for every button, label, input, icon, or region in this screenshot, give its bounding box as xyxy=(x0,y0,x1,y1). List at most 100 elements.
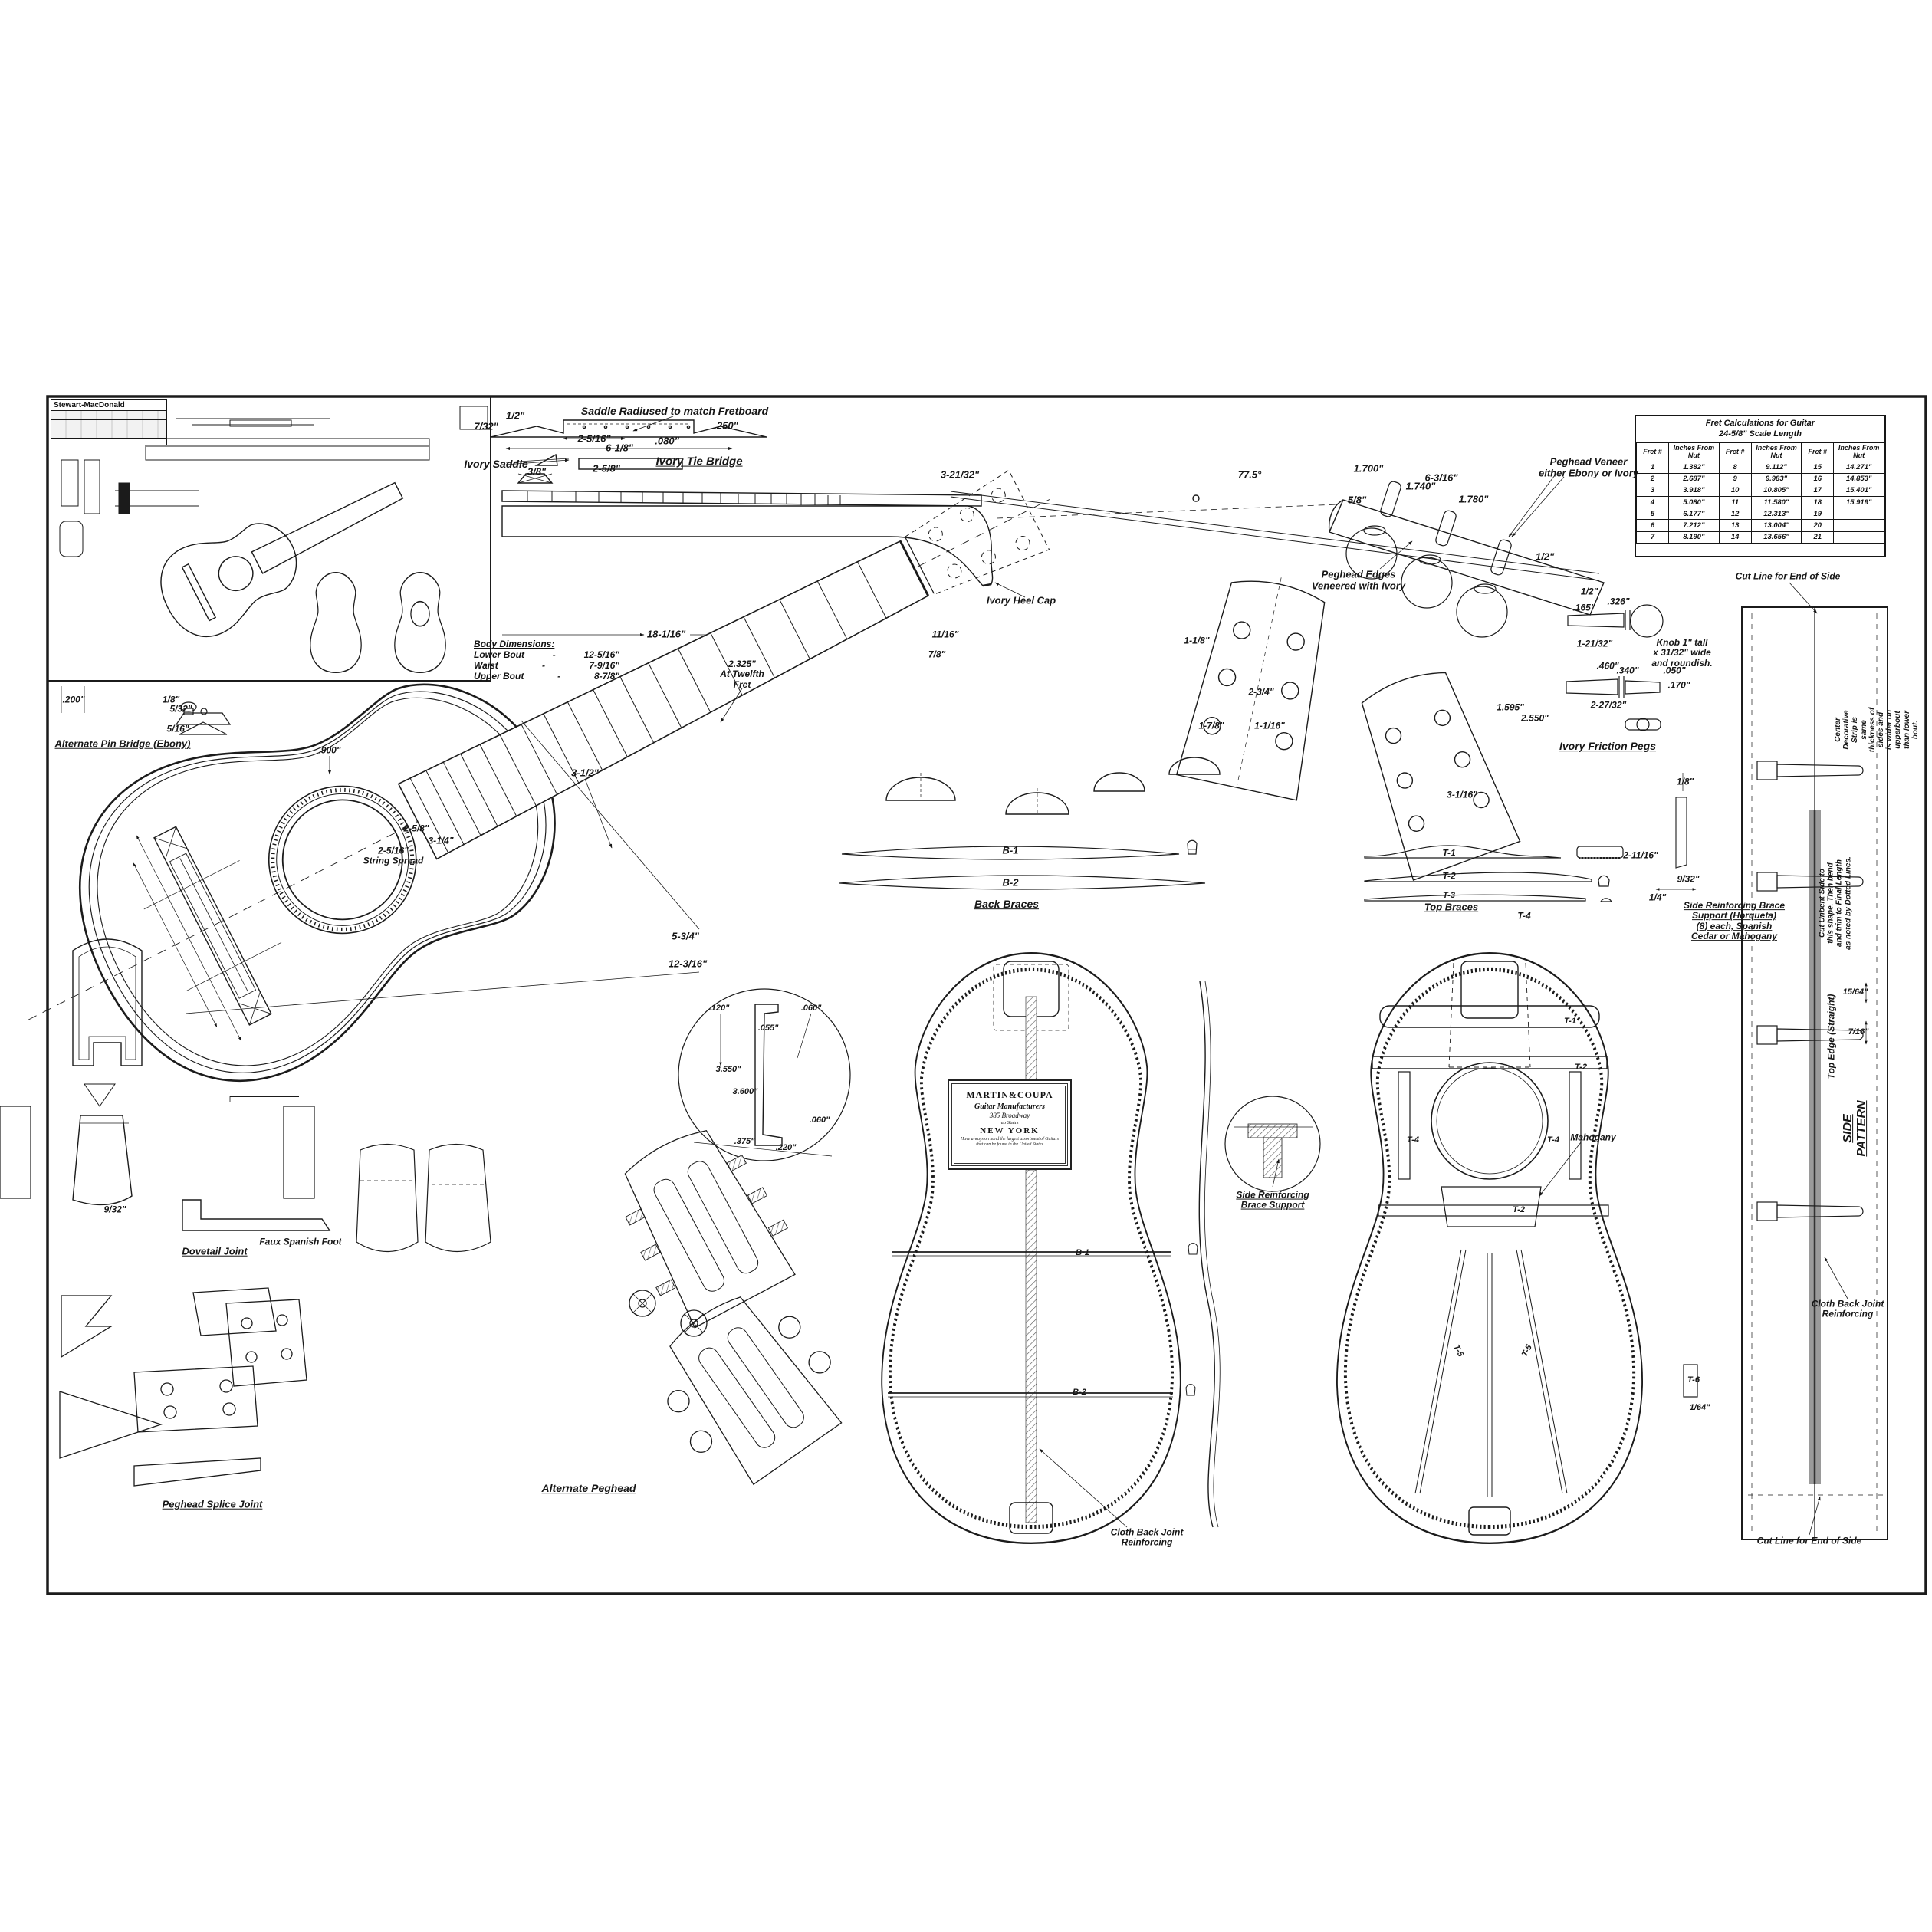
annotation-label: .375" xyxy=(734,1136,755,1146)
annotation-label: Peghead Splice Joint xyxy=(162,1498,263,1510)
fret-table-col-header: Fret # xyxy=(1801,442,1835,462)
fret-table-title: Fret Calculations for Guitar 24-5/8" Sca… xyxy=(1636,416,1884,442)
tie-bridge-detail xyxy=(490,419,767,484)
annotation-label: 5/8" xyxy=(1347,494,1367,506)
fret-table-col-header: Fret # xyxy=(1718,442,1752,462)
annotation-label: Cut Line for End of Side xyxy=(1756,1535,1862,1546)
fret-table-cell: 7.212" xyxy=(1668,519,1720,532)
fret-table-col-header: Inches From Nut xyxy=(1833,442,1884,462)
plate-fineprint: Have always on hand the largest assortme… xyxy=(961,1137,1059,1148)
annotation-label: Cut Unbent Side to this shape. Then bend… xyxy=(1818,856,1853,950)
annotation-label: 3.600" xyxy=(732,1086,758,1096)
brace-cross-sections xyxy=(886,757,1221,815)
title-block: Stewart-MacDonald xyxy=(51,399,167,445)
mini-overview-box xyxy=(47,396,491,682)
fret-table-cell xyxy=(1833,531,1884,544)
annotation-label: 7/32" xyxy=(474,420,498,432)
annotation-label: 12-3/16" xyxy=(668,958,708,970)
annotation-label: 1/2" xyxy=(505,409,525,422)
guitar-top-view xyxy=(1336,952,1698,1544)
annotation-label: B-2 xyxy=(1002,876,1019,889)
title-block-row xyxy=(51,411,166,420)
annotation-label: 15/64" xyxy=(1842,987,1868,997)
fret-table-cell: 14.853" xyxy=(1833,472,1884,485)
binding-detail-circle xyxy=(678,988,851,1162)
misc-leaders xyxy=(505,416,1556,1188)
fret-table-cell: 10.805" xyxy=(1750,484,1802,498)
fret-table-col-header: Inches From Nut xyxy=(1668,442,1720,462)
fret-table-cell: 19 xyxy=(1801,508,1835,521)
plate-address: 385 Broadway xyxy=(989,1112,1030,1119)
alternate-pin-bridge xyxy=(61,686,232,735)
annotation-label: T-2 xyxy=(1513,1204,1525,1214)
annotation-label: 9/32" xyxy=(1677,873,1700,885)
annotation-label: .250" xyxy=(714,419,738,432)
annotation-label: 18-1/16" xyxy=(646,628,686,640)
body-dimensions-note: Body Dimensions: Lower Bout-12-5/16"Wais… xyxy=(474,639,619,682)
annotation-label: .060" xyxy=(800,1003,822,1013)
annotation-label: 1-1/8" xyxy=(1184,635,1210,646)
annotation-label: Top Edge (Straight) xyxy=(1825,994,1837,1079)
annotation-label: 6-1/8" xyxy=(606,442,633,454)
annotation-label: .460" xyxy=(1596,660,1619,672)
plan-dimension-lines xyxy=(185,720,700,1014)
fret-table-cell: 15.401" xyxy=(1833,484,1884,498)
annotation-label: 1/64" xyxy=(1689,1402,1710,1412)
fret-table-cell xyxy=(1833,508,1884,521)
fret-table-cell: 12.313" xyxy=(1750,508,1802,521)
fret-table-cell: 16 xyxy=(1801,472,1835,485)
tuner-buttons xyxy=(629,1290,708,1337)
annotation-label: .080" xyxy=(655,435,679,447)
fret-table-cell: 12 xyxy=(1718,508,1752,521)
annotation-label: .050" xyxy=(1663,665,1686,676)
fret-table-cell: 8.190" xyxy=(1668,531,1720,544)
annotation-label: Cut Line for End of Side xyxy=(1735,570,1841,582)
body-dimension-row: Upper Bout-8-7/8" xyxy=(474,670,619,682)
annotation-label: 1/4" xyxy=(1648,892,1667,903)
title-block-row xyxy=(51,429,166,439)
annotation-label: Side Reinforcing Brace Support xyxy=(1236,1189,1309,1211)
fret-table-cell: 21 xyxy=(1801,531,1835,544)
annotation-label: Center Decorative Strip is same thicknes… xyxy=(1834,707,1920,753)
annotation-label: B-1 xyxy=(1076,1247,1089,1257)
fret-table-cell: 3 xyxy=(1635,484,1670,498)
side-spreader-clamp xyxy=(1756,1025,1864,1045)
annotation-label: Knob 1" tall x 31/32" wide and roundish. xyxy=(1651,636,1713,669)
fret-table-cell: 4 xyxy=(1635,496,1670,509)
heel-cap-part xyxy=(72,938,143,1107)
annotation-label: Saddle Radiused to match Fretboard xyxy=(580,405,769,418)
back-brace-profiles xyxy=(839,840,1206,890)
annotation-label: Mahogany xyxy=(1570,1132,1616,1143)
annotation-label: 1-7/8" xyxy=(1198,720,1224,731)
annotation-label: 77.5° xyxy=(1237,468,1262,481)
annotation-label: 2-27/32" xyxy=(1590,699,1627,711)
fret-table-cell: 14.271" xyxy=(1833,461,1884,474)
annotation-label: 7/8" xyxy=(928,649,946,660)
body-dimension-row: Waist-7-9/16" xyxy=(474,659,619,671)
annotation-label: T-4 xyxy=(1407,1135,1419,1145)
side-spreader-clamp xyxy=(1756,761,1864,780)
annotation-label: B-1 xyxy=(1002,844,1019,856)
annotation-label: .900" xyxy=(318,744,341,756)
annotation-label: 3/8" xyxy=(527,465,547,478)
annotation-label: .220" xyxy=(775,1142,797,1152)
fret-table-cell: 14 xyxy=(1718,531,1752,544)
annotation-label: 2-3/4" xyxy=(1248,686,1274,698)
annotation-label: 1.595" xyxy=(1497,702,1524,713)
fret-table-cell: 13.004" xyxy=(1750,519,1802,532)
annotation-label: 2-5/8" xyxy=(593,462,620,475)
annotation-label: 1/2" xyxy=(1580,586,1598,597)
fret-table-cell: 13.656" xyxy=(1750,531,1802,544)
annotation-label: Dovetail Joint xyxy=(182,1245,248,1257)
annotation-label: .326" xyxy=(1607,596,1630,607)
fret-table-cell: 9.983" xyxy=(1750,472,1802,485)
side-spreader-clamp xyxy=(1756,1201,1864,1221)
annotation-label: 2-5/8" xyxy=(403,823,429,834)
fret-table-cell: 9 xyxy=(1718,472,1752,485)
fret-table-cell: 18 xyxy=(1801,496,1835,509)
fret-table-cell: 1 xyxy=(1635,461,1670,474)
plate-maker-name: MARTIN&COUPA xyxy=(966,1089,1053,1100)
